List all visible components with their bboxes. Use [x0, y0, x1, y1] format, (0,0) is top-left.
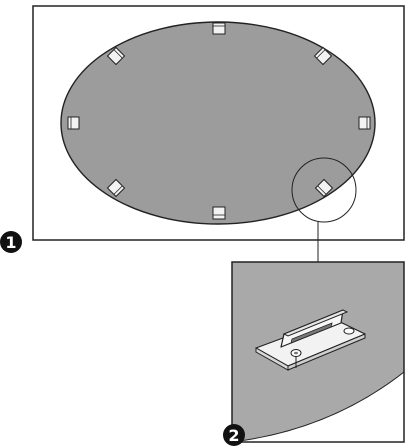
detail-panel [231, 261, 405, 443]
mounting-clip-right [358, 116, 371, 130]
mounting-clip-bottom [212, 206, 226, 220]
mounting-clip-top [212, 22, 226, 35]
callout-1-number: 1 [5, 233, 16, 252]
mounting-clip-icon [255, 309, 366, 371]
mounting-clip-lower-left [106, 178, 126, 198]
mounting-clip-upper-left [106, 46, 126, 66]
mounting-clip-lower-right [314, 178, 334, 198]
mounting-clip-upper-right [313, 46, 333, 66]
callout-2: 2 [223, 424, 245, 446]
magnifier-circle-icon [291, 157, 357, 223]
callout-1-circle [0, 231, 22, 253]
detail-panel-frame [231, 261, 405, 443]
overview-panel [32, 5, 405, 241]
mounting-clip-left [67, 116, 80, 130]
callout-2-circle [223, 424, 245, 446]
callout-1: 1 [0, 231, 22, 253]
callout-2-number: 2 [228, 426, 239, 445]
